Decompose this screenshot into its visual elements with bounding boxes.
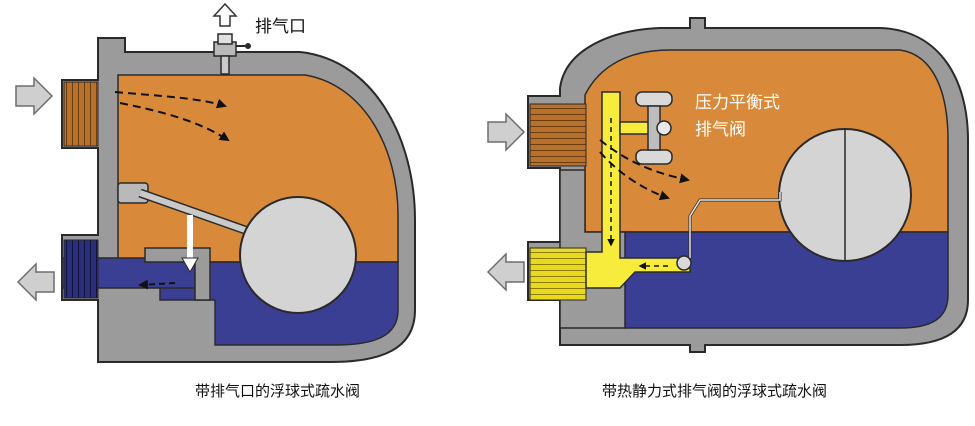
- right-vent-label-line1: 压力平衡式: [695, 93, 780, 113]
- right-caption: 带热静力式排气阀的浮球式疏水阀: [602, 382, 828, 400]
- left-caption: 带排气口的浮球式疏水阀: [195, 382, 361, 400]
- left-trap: 排气口: [15, 2, 416, 363]
- flow-arrow-out-icon: [486, 252, 525, 292]
- left-steam-flow-1: [114, 91, 227, 109]
- right-thermostatic-capsule: [635, 91, 673, 165]
- right-condensate: [624, 231, 949, 329]
- left-float-ball: [239, 196, 357, 314]
- right-inlet-thread: [529, 103, 587, 167]
- left-outlet-thread: [63, 239, 99, 299]
- left-inlet-thread: [63, 81, 99, 147]
- left-outlet-flow: [138, 279, 176, 290]
- right-steam-flow-2: [599, 151, 670, 201]
- right-steam-flow-1: [599, 139, 690, 184]
- right-trap: 压力平衡式 排气阀: [486, 17, 969, 353]
- flow-arrow-in-icon: [15, 76, 54, 116]
- left-steam-flow-2: [119, 102, 230, 142]
- right-valve-ball: [676, 255, 692, 271]
- flow-arrow-out-icon: [16, 262, 55, 302]
- right-outlet-thread: [529, 247, 587, 301]
- left-vent-label: 排气口: [255, 17, 306, 37]
- vent-valve-icon: [213, 33, 251, 75]
- flow-arrow-in-icon: [487, 112, 526, 152]
- right-vent-branch: [619, 121, 651, 135]
- right-vent-label-line2: 排气阀: [695, 120, 746, 140]
- vent-up-arrow-icon: [212, 2, 238, 27]
